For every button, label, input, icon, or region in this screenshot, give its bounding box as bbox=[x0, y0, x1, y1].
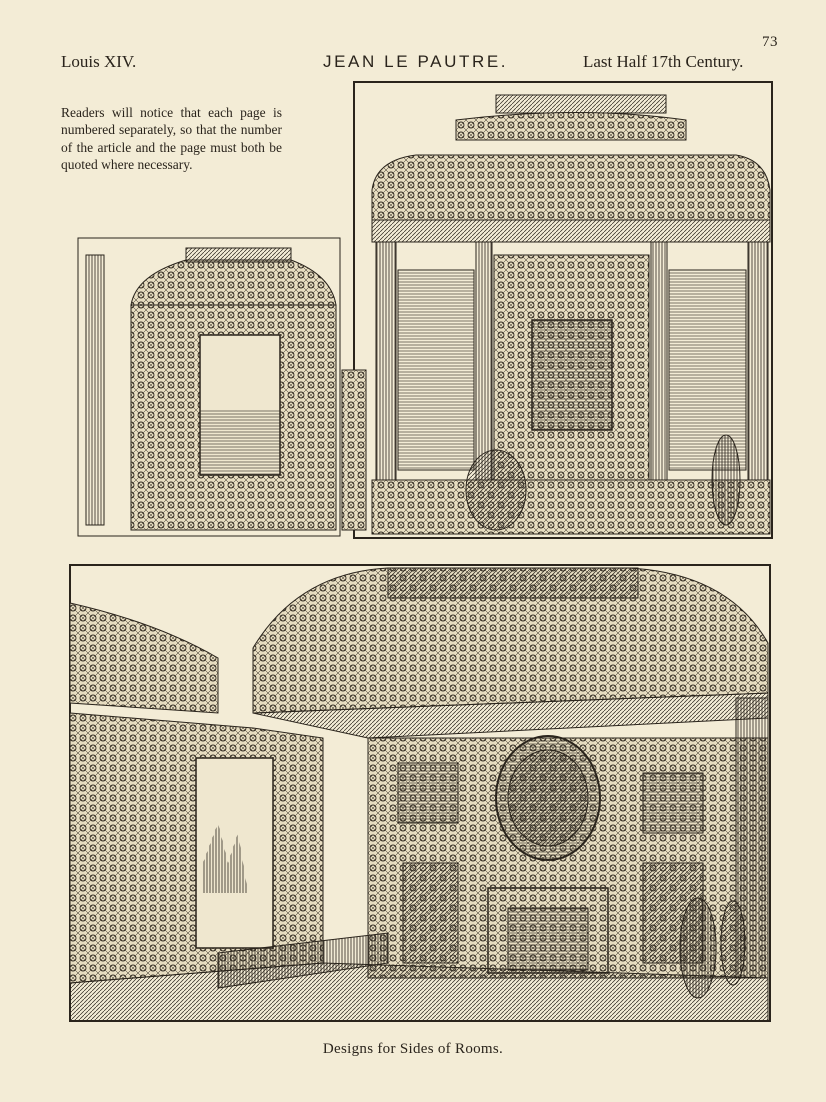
header-period: Louis XIV. bbox=[61, 52, 137, 71]
lower-engraving bbox=[68, 563, 772, 1023]
header-date: Last Half 17th Century. bbox=[583, 52, 744, 71]
header-title: JEAN LE PAUTRE. bbox=[323, 52, 509, 71]
page-number: 73 bbox=[762, 34, 778, 50]
notice-paragraph: Readers will notice that each page is nu… bbox=[61, 105, 282, 173]
upper-engraving bbox=[76, 80, 776, 540]
figure-caption: Designs for Sides of Rooms. bbox=[322, 1041, 504, 1057]
